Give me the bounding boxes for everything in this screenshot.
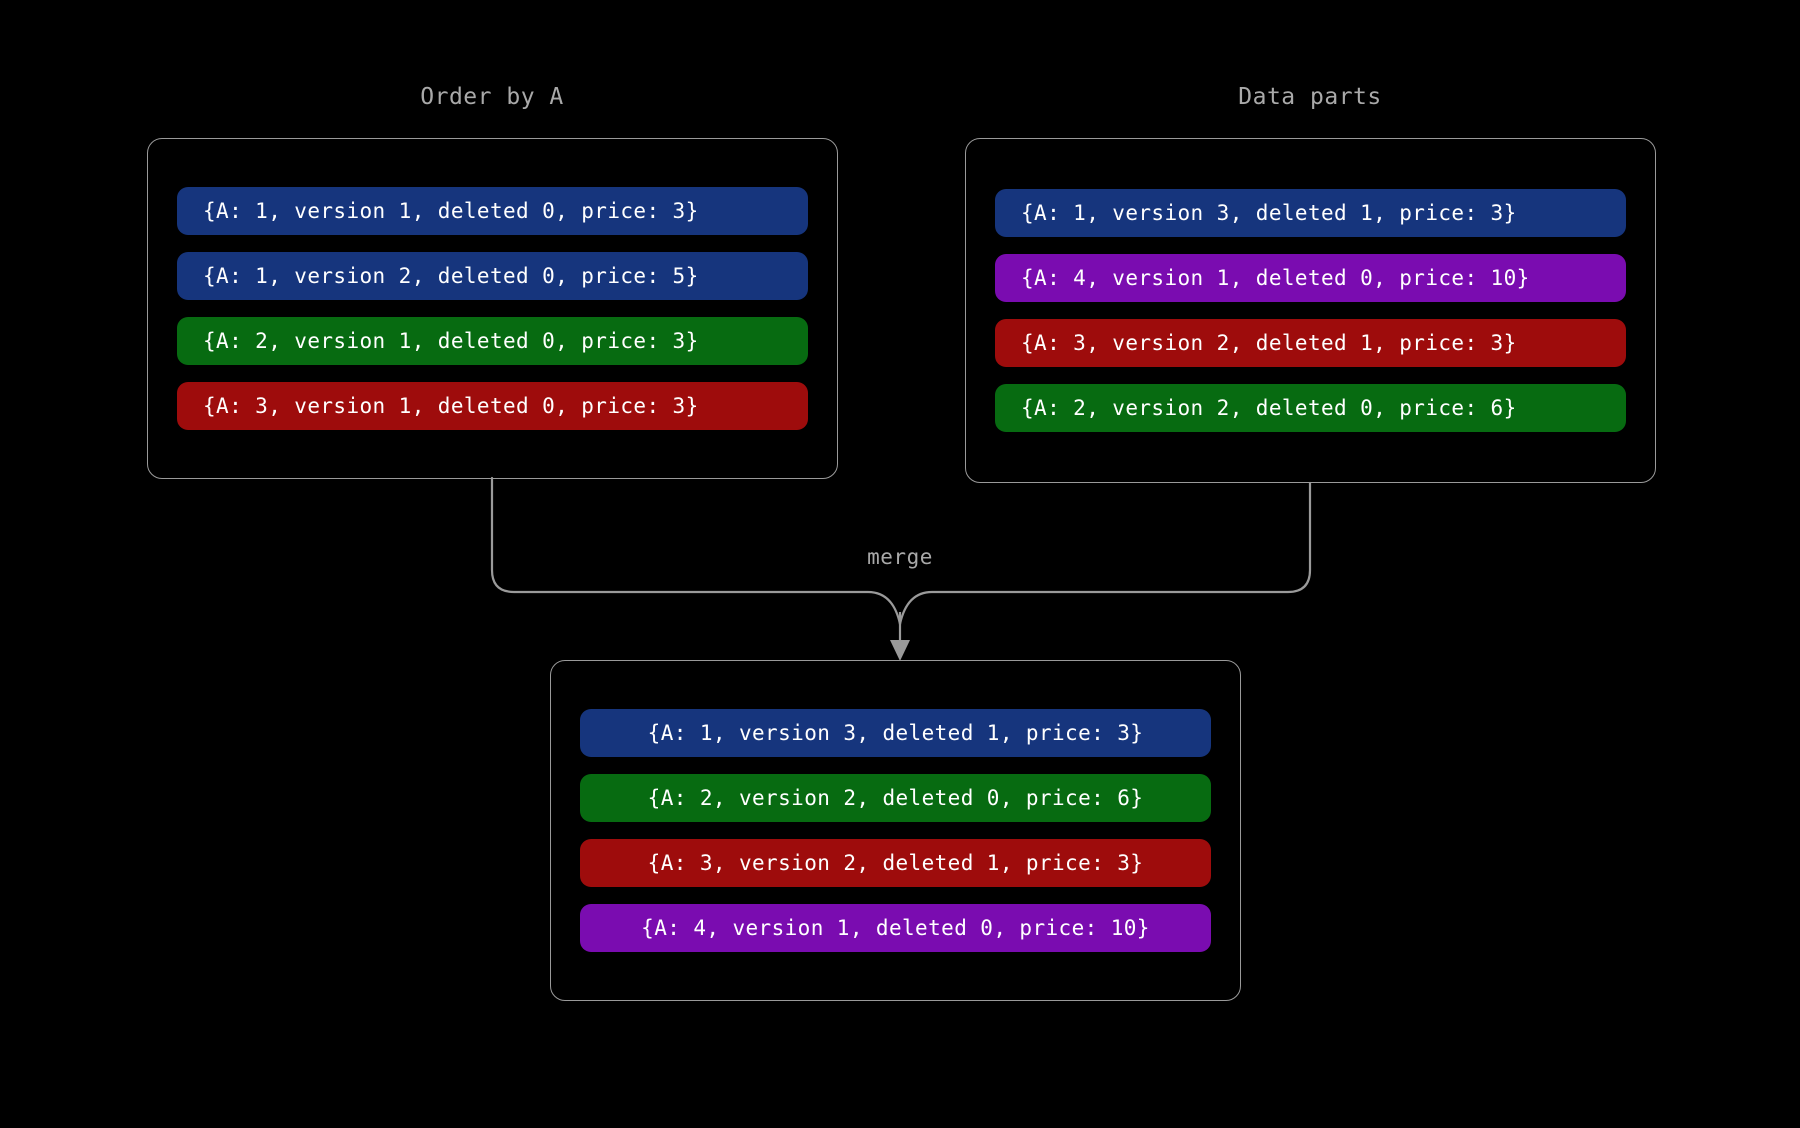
data-row[interactable]: {A: 1, version 1, deleted 0, price: 3} (177, 187, 808, 235)
right-panel-title: Data parts (1238, 84, 1382, 110)
data-row[interactable]: {A: 3, version 2, deleted 1, price: 3} (995, 319, 1626, 367)
data-row[interactable]: {A: 4, version 1, deleted 0, price: 10} (580, 904, 1211, 952)
data-row[interactable]: {A: 1, version 2, deleted 0, price: 5} (177, 252, 808, 300)
data-parts-row-list: {A: 1, version 3, deleted 1, price: 3} {… (966, 189, 1655, 432)
data-parts-panel: {A: 1, version 3, deleted 1, price: 3} {… (965, 138, 1656, 483)
data-row[interactable]: {A: 4, version 1, deleted 0, price: 10} (995, 254, 1626, 302)
merged-result-row-list: {A: 1, version 3, deleted 1, price: 3} {… (551, 709, 1240, 952)
order-by-a-panel: {A: 1, version 1, deleted 0, price: 3} {… (147, 138, 838, 479)
data-row[interactable]: {A: 1, version 3, deleted 1, price: 3} (580, 709, 1211, 757)
left-panel-title: Order by A (420, 84, 564, 110)
data-row[interactable]: {A: 2, version 2, deleted 0, price: 6} (580, 774, 1211, 822)
connector-path-left (490, 476, 902, 626)
connector-path-right (898, 481, 1312, 626)
data-row[interactable]: {A: 2, version 2, deleted 0, price: 6} (995, 384, 1626, 432)
data-row[interactable]: {A: 2, version 1, deleted 0, price: 3} (177, 317, 808, 365)
merge-label: merge (867, 545, 933, 569)
data-row[interactable]: {A: 1, version 3, deleted 1, price: 3} (995, 189, 1626, 237)
arrowhead-icon (890, 640, 910, 661)
order-by-a-row-list: {A: 1, version 1, deleted 0, price: 3} {… (148, 187, 837, 430)
data-row[interactable]: {A: 3, version 2, deleted 1, price: 3} (580, 839, 1211, 887)
data-row[interactable]: {A: 3, version 1, deleted 0, price: 3} (177, 382, 808, 430)
merged-result-panel: {A: 1, version 3, deleted 1, price: 3} {… (550, 660, 1241, 1001)
